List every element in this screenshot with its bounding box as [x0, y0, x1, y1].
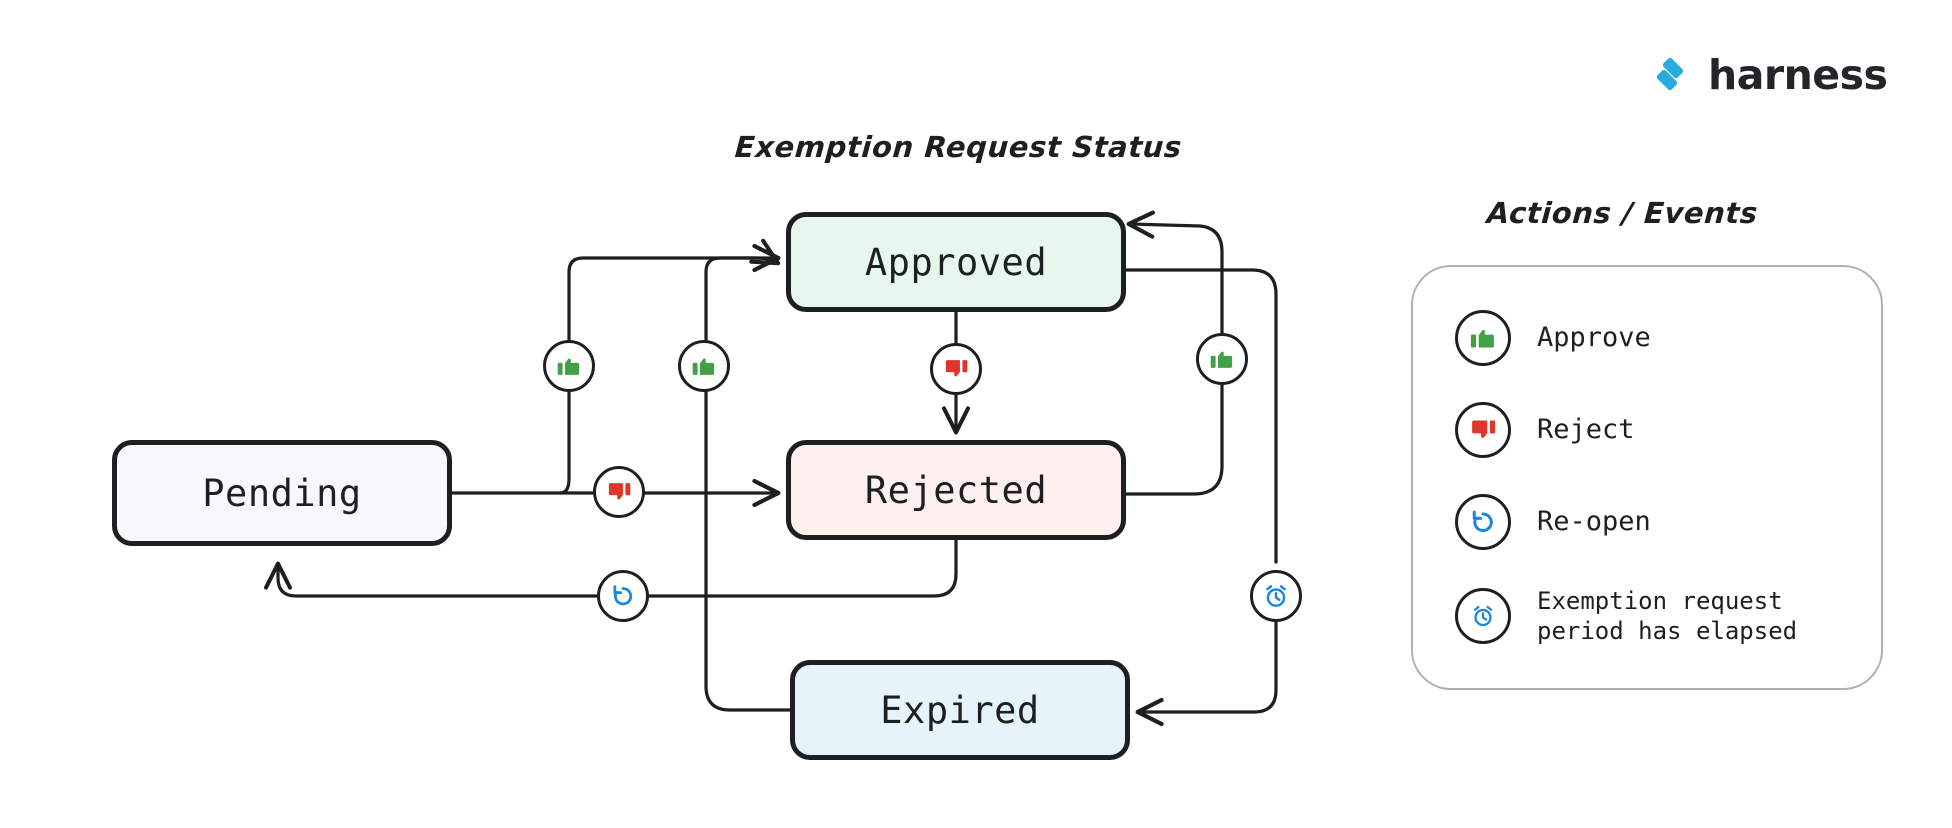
legend-label-approve: Approve: [1537, 322, 1651, 354]
legend-item-elapsed: Exemption request period has elapsed: [1455, 586, 1885, 646]
reopen-icon: [613, 585, 633, 606]
legend-label-elapsed: Exemption request period has elapsed: [1537, 587, 1798, 645]
edge-pending-approve-upper: [567, 238, 781, 342]
legend-item-reopen: Re-open: [1455, 494, 1885, 550]
edge-elapsed-upper: [1124, 268, 1278, 564]
legend-list: Approve Reject: [1455, 310, 1885, 646]
state-node-rejected[interactable]: Rejected: [786, 440, 1126, 540]
edge-reopen-left: [263, 561, 599, 598]
harness-diamond-logo-icon: [1656, 57, 1684, 91]
state-node-expired[interactable]: Expired: [790, 660, 1130, 760]
edge-badge-approve-rejected: [1196, 333, 1248, 385]
edge-rejected-approve-lower: [1124, 383, 1224, 496]
thumbs-up-icon: [1470, 329, 1494, 348]
state-node-approved[interactable]: Approved: [786, 212, 1126, 312]
edge-badge-approve-expired: [678, 340, 730, 392]
thumbs-up-icon: [692, 358, 715, 375]
diagram-title: Exemption Request Status: [733, 130, 1184, 164]
legend-item-approve: Approve: [1455, 310, 1885, 366]
alarm-clock-icon: [1266, 585, 1286, 607]
thumbs-down-icon: [608, 483, 631, 500]
legend-badge-reopen: [1455, 494, 1511, 550]
thumbs-up-icon: [557, 358, 580, 375]
legend-badge-approve: [1455, 310, 1511, 366]
edge-reopen-right: [647, 538, 958, 598]
edge-expired-approve-lower: [704, 390, 792, 712]
edge-expired-approve-upper: [704, 243, 781, 342]
edge-badge-approve-pending: [543, 340, 595, 392]
reopen-icon: [1472, 510, 1493, 532]
edge-rejected-approve-upper: [1126, 210, 1224, 335]
edge-elapsed-lower: [1135, 620, 1278, 727]
edge-badge-reopen: [597, 570, 649, 622]
legend-label-reject: Reject: [1537, 414, 1635, 446]
thumbs-down-icon: [1472, 420, 1496, 439]
legend-label-reopen: Re-open: [1537, 506, 1651, 538]
state-node-pending[interactable]: Pending: [112, 440, 452, 546]
alarm-clock-icon: [1473, 605, 1493, 627]
legend-badge-reject: [1455, 402, 1511, 458]
harness-logo: harness: [1650, 50, 1888, 99]
edge-pending-approve-lower: [558, 390, 571, 495]
edge-badge-reject-approved: [930, 343, 982, 395]
harness-logo-text: harness: [1708, 50, 1888, 99]
edge-badge-elapsed: [1250, 570, 1302, 622]
legend-title: Actions / Events: [1485, 196, 1760, 230]
edge-badge-reject-pending: [593, 466, 645, 518]
thumbs-down-icon: [945, 360, 968, 377]
legend-item-reject: Reject: [1455, 402, 1885, 458]
thumbs-up-icon: [1210, 351, 1233, 368]
legend-badge-elapsed: [1455, 588, 1511, 644]
